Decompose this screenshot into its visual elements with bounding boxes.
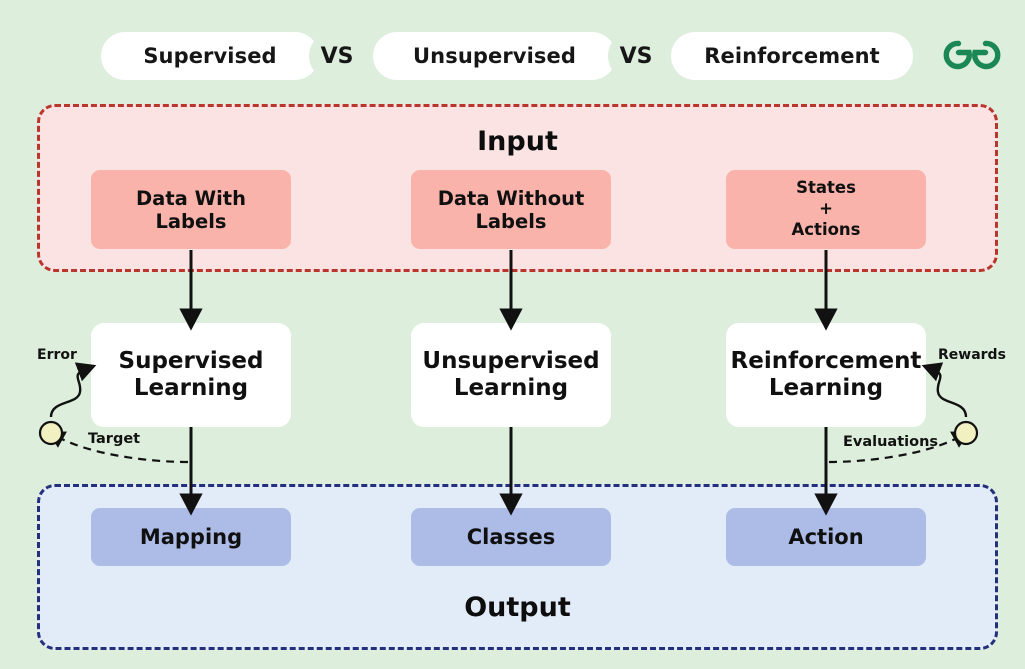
- output-panel-title: Output: [464, 592, 571, 623]
- arrow-error-to-supervised: [49, 362, 97, 418]
- arrow-rewards-to-reinforcement: [921, 362, 968, 418]
- input-panel-title: Input: [477, 126, 558, 157]
- label-evaluations: Evaluations: [843, 434, 939, 450]
- model-box-unsupervised-learning: Unsupervised Learning: [411, 323, 611, 427]
- header-label-unsupervised: Unsupervised: [413, 44, 576, 68]
- label-rewards: Rewards: [938, 347, 1006, 363]
- label-error: Error: [37, 347, 77, 363]
- output-box-mapping: Mapping: [91, 508, 291, 566]
- header-label-supervised: Supervised: [143, 44, 277, 68]
- header-pill-supervised: Supervised: [101, 32, 319, 80]
- input-box-states-actions: States + Actions: [726, 170, 926, 249]
- header-pill-reinforcement: Reinforcement: [671, 32, 913, 80]
- header-separator-vs-2: VS: [608, 30, 664, 82]
- left-loop-node: [38, 420, 64, 446]
- vs-label-1: VS: [320, 43, 354, 69]
- header-label-reinforcement: Reinforcement: [704, 44, 880, 68]
- output-box-classes: Classes: [411, 508, 611, 566]
- output-box-action: Action: [726, 508, 926, 566]
- vs-label-2: VS: [619, 43, 653, 69]
- header-separator-vs-1: VS: [309, 30, 365, 82]
- geeksforgeeks-logo-icon: [943, 40, 1001, 70]
- model-box-supervised-learning: Supervised Learning: [91, 323, 291, 427]
- model-box-reinforcement-learning: Reinforcement Learning: [726, 323, 926, 427]
- header-bar: Supervised Unsupervised Reinforcement VS…: [101, 30, 913, 82]
- label-target: Target: [88, 431, 141, 447]
- right-loop-node: [953, 420, 979, 446]
- input-box-data-without-labels: Data Without Labels: [411, 170, 611, 249]
- input-box-data-with-labels: Data With Labels: [91, 170, 291, 249]
- header-pill-unsupervised: Unsupervised: [373, 32, 616, 80]
